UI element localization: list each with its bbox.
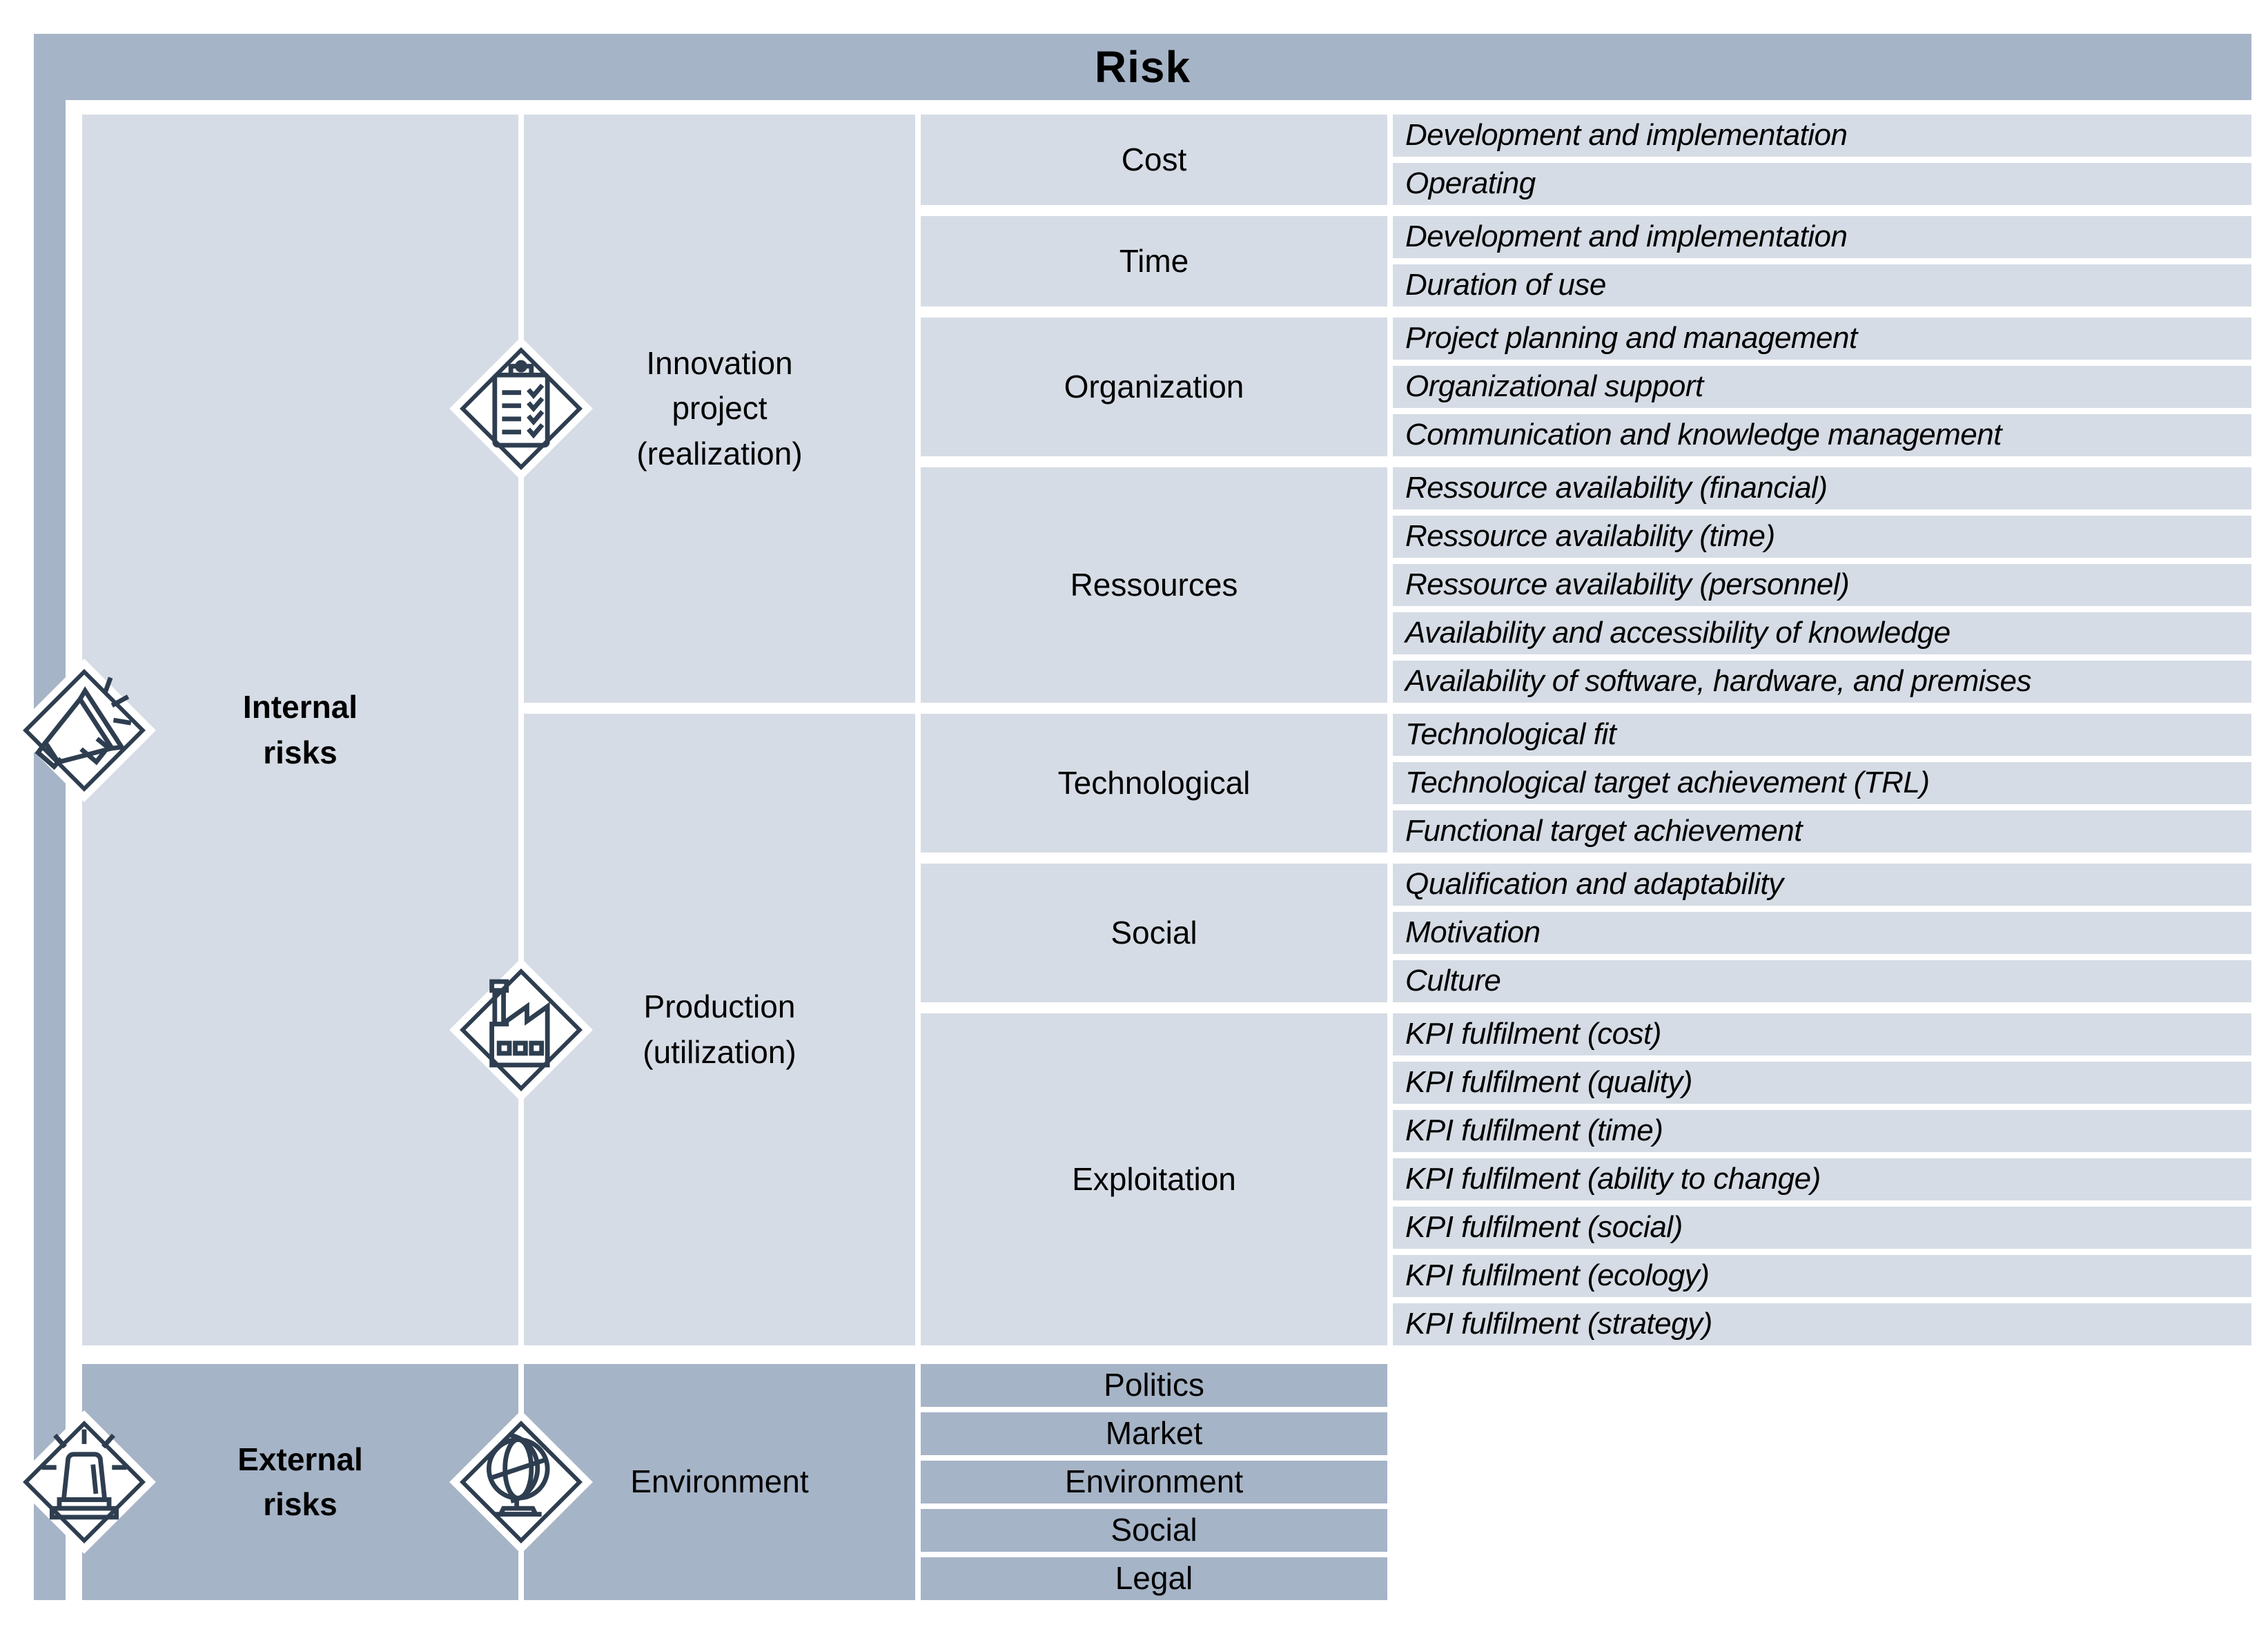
- innovation-project-diamond: [448, 335, 594, 482]
- external-risks-cell: External risks: [82, 1364, 518, 1600]
- item-row: Qualification and adaptability: [1393, 864, 2251, 906]
- item-row: Availability and accessibility of knowle…: [1393, 612, 2251, 654]
- factory-icon: [449, 958, 593, 1102]
- external-category-bar: Social: [921, 1509, 1387, 1552]
- external-category-bar: Market: [921, 1412, 1387, 1455]
- item-row: KPI fulfilment (strategy): [1393, 1303, 2251, 1345]
- risk-header-bar: Risk: [34, 34, 2251, 100]
- item-row: Development and implementation: [1393, 115, 2251, 157]
- item-row: KPI fulfilment (cost): [1393, 1013, 2251, 1055]
- item-row: Ressource availability (financial): [1393, 467, 2251, 509]
- item-row: Culture: [1393, 960, 2251, 1002]
- internal-risks-label: Internal risks: [242, 689, 358, 770]
- external-category-bar: Politics: [921, 1364, 1387, 1407]
- item-row: Motivation: [1393, 912, 2251, 954]
- page-title: Risk: [1094, 42, 1191, 92]
- megaphone-icon: [12, 659, 156, 802]
- item-row: Organizational support: [1393, 366, 2251, 408]
- branch-cell-0: Innovation project (realization): [524, 115, 915, 703]
- external-category-bar: Environment: [921, 1461, 1387, 1503]
- external-risks-label: External risks: [237, 1441, 363, 1522]
- item-row: Operating: [1393, 163, 2251, 205]
- item-row: Technological fit: [1393, 714, 2251, 756]
- external-risks-diamond: [11, 1409, 157, 1555]
- internal-risks-diamond: [11, 657, 157, 804]
- globe-icon: [449, 1410, 593, 1554]
- item-row: KPI fulfilment (quality): [1393, 1062, 2251, 1104]
- category-cell: Ressources: [921, 467, 1387, 703]
- environment-label: Environment: [630, 1463, 809, 1500]
- category-cell: Cost: [921, 115, 1387, 205]
- item-row: Ressource availability (personnel): [1393, 564, 2251, 606]
- item-row: KPI fulfilment (ecology): [1393, 1255, 2251, 1297]
- category-cell: Exploitation: [921, 1013, 1387, 1345]
- item-row: KPI fulfilment (time): [1393, 1110, 2251, 1152]
- category-cell: Time: [921, 216, 1387, 306]
- category-cell: Technological: [921, 714, 1387, 853]
- item-row: Duration of use: [1393, 264, 2251, 306]
- siren-icon: [12, 1410, 156, 1554]
- item-row: Functional target achievement: [1393, 810, 2251, 853]
- item-row: KPI fulfilment (social): [1393, 1207, 2251, 1249]
- environment-diamond: [448, 1409, 594, 1555]
- external-category-bar: Legal: [921, 1557, 1387, 1600]
- clipboard-checklist-icon: [449, 337, 593, 480]
- item-row: Project planning and management: [1393, 318, 2251, 360]
- category-cell: Social: [921, 864, 1387, 1002]
- item-row: Ressource availability (time): [1393, 516, 2251, 558]
- item-row: KPI fulfilment (ability to change): [1393, 1158, 2251, 1200]
- item-row: Availability of software, hardware, and …: [1393, 661, 2251, 703]
- production-diamond: [448, 957, 594, 1103]
- root-connector-bar: [34, 34, 66, 1600]
- environment-branch-cell: Environment: [524, 1364, 915, 1600]
- item-row: Communication and knowledge management: [1393, 414, 2251, 456]
- category-cell: Organization: [921, 318, 1387, 456]
- item-row: Technological target achievement (TRL): [1393, 762, 2251, 804]
- item-row: Development and implementation: [1393, 216, 2251, 258]
